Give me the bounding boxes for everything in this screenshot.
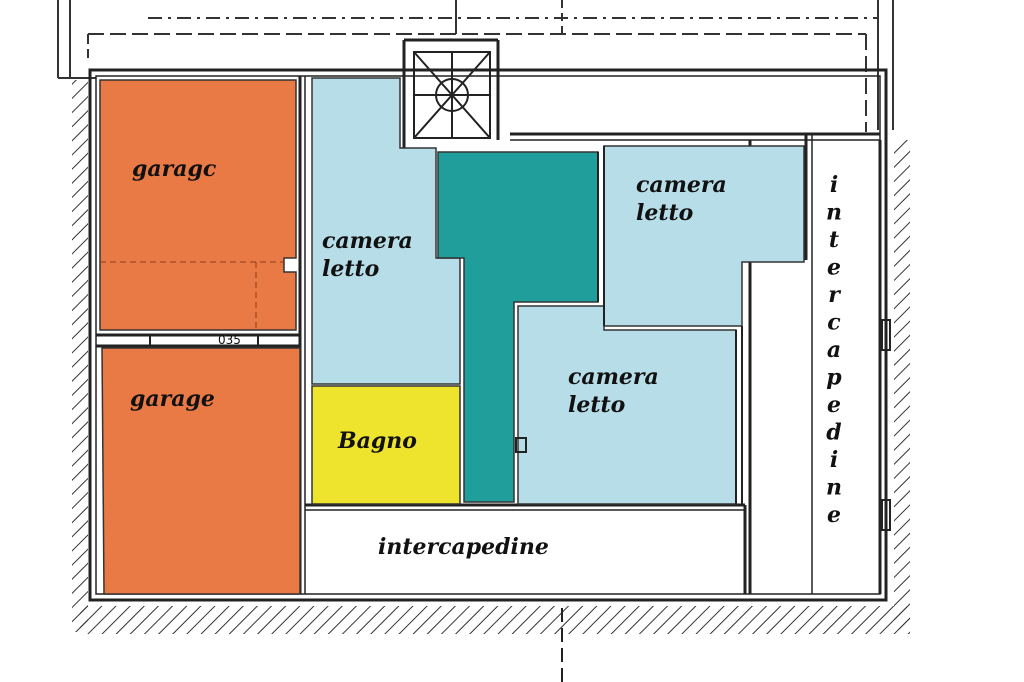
garage-bottom-area	[101, 347, 301, 595]
vertical-label-letter: a	[827, 337, 841, 363]
camera-center-label-line2: letto	[568, 392, 625, 418]
camera-center-label-line1: camera	[568, 364, 659, 390]
garage-top-label: garagc	[132, 156, 217, 182]
hatched-walls	[72, 80, 910, 634]
intercapedine-vertical-label: intercapedine	[826, 172, 842, 528]
upper-structure	[57, 0, 894, 132]
vertical-label-letter: r	[828, 282, 841, 308]
opening-dimension-label: 035	[218, 333, 241, 347]
garage-bottom-label: garage	[130, 386, 215, 412]
wall-details	[149, 146, 891, 682]
camera-topright-label-line1: camera	[636, 172, 727, 198]
bagno-label: Bagno	[337, 428, 417, 454]
camera-left-area	[311, 77, 461, 385]
garage-top-area	[99, 79, 297, 331]
camera-center-area	[517, 305, 737, 505]
vertical-label-letter: e	[827, 255, 841, 281]
camera-left-label-line2: letto	[322, 256, 379, 282]
intercapedine-bottom-label: intercapedine	[378, 534, 549, 560]
stair-shaft	[413, 51, 491, 139]
bagno-area	[311, 385, 461, 505]
camera-left-label-line1: camera	[322, 228, 413, 254]
vertical-label-letter: i	[830, 447, 838, 473]
vertical-label-letter: n	[826, 200, 842, 226]
vertical-label-letter: c	[827, 310, 841, 336]
vertical-label-letter: e	[827, 392, 841, 418]
vertical-label-letter: d	[826, 420, 841, 446]
vertical-label-letter: i	[830, 172, 838, 198]
rooms	[99, 77, 805, 595]
camera-topright-label-line2: letto	[636, 200, 693, 226]
building-walls	[88, 38, 888, 602]
vertical-label-letter: p	[826, 365, 842, 391]
vertical-label-letter: e	[827, 502, 841, 528]
vertical-label-letter: t	[829, 227, 839, 253]
vertical-label-letter: n	[826, 475, 842, 501]
